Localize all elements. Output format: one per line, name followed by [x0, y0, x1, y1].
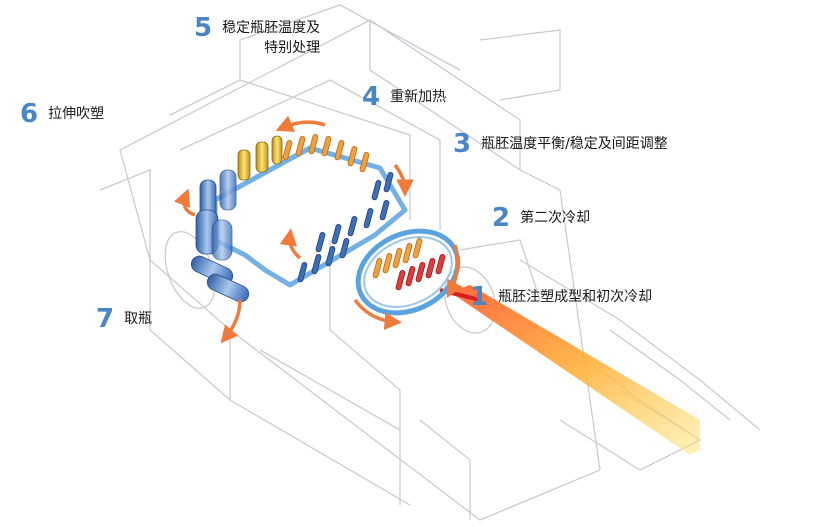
step-2-number: 2: [492, 203, 511, 233]
step-5-label: 稳定瓶胚温度及 特别处理: [222, 18, 320, 58]
step-1: 1 瓶胚注塑成型和初次冷却: [470, 284, 652, 310]
step-4: 4 重新加热: [362, 84, 446, 110]
step-2: 2 瓶胚温度平衡/稳定及间距调整 第二次冷却: [492, 205, 590, 231]
step-7: 7 取瓶: [96, 306, 152, 332]
step-7-label: 取瓶: [124, 311, 153, 327]
step-3: 3 瓶胚温度平衡/稳定及间距调整: [453, 131, 668, 157]
blown-bottles: [195, 169, 237, 261]
step-4-number: 4: [362, 82, 381, 112]
injection-nozzle: [450, 285, 700, 455]
conditioning-preforms: [237, 135, 283, 181]
step-5-number: 5: [194, 13, 213, 43]
step-5: 5 稳定瓶胚温度及 特别处理: [194, 15, 320, 58]
step-7-number: 7: [96, 304, 115, 334]
step-5-label-line-1: 稳定瓶胚温度及: [222, 20, 321, 36]
step-4-label: 重新加热: [390, 89, 447, 105]
step-1-number: 1: [470, 282, 489, 312]
ejected-bottles: [190, 255, 250, 303]
step-1-label: 瓶胚注塑成型和初次冷却: [498, 289, 653, 305]
step-6-label: 拉伸吹塑: [48, 106, 105, 122]
reheat-preforms: [282, 133, 370, 173]
warm-preforms-ring: [372, 237, 423, 279]
cool-preforms: [297, 171, 394, 283]
step-3-label: 瓶胚温度平衡/稳定及间距调整: [481, 136, 668, 152]
step-5-label-line-2: 特别处理: [264, 40, 321, 56]
motion-arrows: [173, 115, 463, 344]
hot-preforms: [395, 253, 446, 291]
step-3-number: 3: [453, 129, 472, 159]
step-6-number: 6: [20, 99, 39, 129]
step-6: 6 拉伸吹塑: [20, 101, 104, 127]
step-2-label-text: 第二次冷却: [520, 210, 591, 226]
